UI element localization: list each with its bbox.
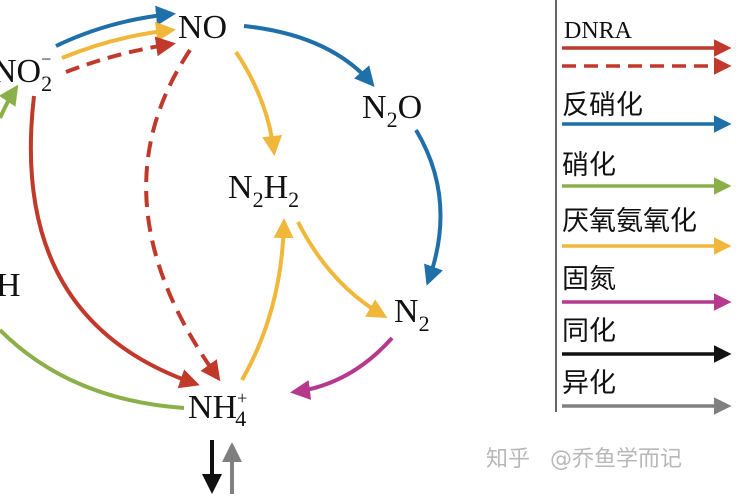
legend-label-fixation: 固氮 <box>562 264 616 295</box>
arrow-no2-to-nh4-dnra <box>28 95 200 389</box>
arrow-no-to-nh4-dashed <box>144 48 221 382</box>
legend-label-dissimilation: 异化 <box>562 368 616 399</box>
arrow-no-to-n2o <box>243 24 375 88</box>
legend-label-anammox: 厌氧氨氧化 <box>562 206 697 237</box>
node-no: NO <box>178 9 227 46</box>
arrow-no2-to-no-denitrification <box>55 5 176 48</box>
node-h-partial: H <box>0 267 21 304</box>
arrow-left-to-no2-nitrification <box>0 84 19 119</box>
legend: DNRA 反硝化 硝化 厌氧氨氧化 固氮 同化 异化 <box>555 0 732 415</box>
node-n2: N2 <box>394 293 430 336</box>
legend-label-denitrification: 反硝化 <box>562 90 643 121</box>
legend-label-dnra: DNRA <box>564 18 633 44</box>
legend-label-assimilation: 同化 <box>562 316 616 347</box>
arrow-n2-to-nh4-fixation <box>290 336 394 400</box>
node-n2h2: N2H2 <box>228 169 299 212</box>
arrow-no-to-n2h2 <box>234 50 283 156</box>
node-nh4: NH+4 <box>188 388 247 431</box>
arrow-no2-to-no-anammox <box>61 21 176 60</box>
arrow-nh4-to-n2h2 <box>240 218 294 381</box>
node-no2: NO2− <box>0 49 52 96</box>
watermark-author: @乔鱼学而记 <box>550 447 682 472</box>
legend-label-nitrification: 硝化 <box>562 150 616 181</box>
arrow-n2h2-to-n2 <box>296 221 388 318</box>
arrow-no2-to-no-dnra-dashed <box>65 36 176 74</box>
arrow-n2o-to-n2 <box>414 128 443 286</box>
watermark-brand: 知乎 <box>486 447 530 472</box>
watermark: 知乎 @乔鱼学而记 <box>486 447 682 472</box>
arrow-nh4-to-left-nitrification <box>0 328 185 410</box>
node-n2o: N2O <box>362 89 422 132</box>
